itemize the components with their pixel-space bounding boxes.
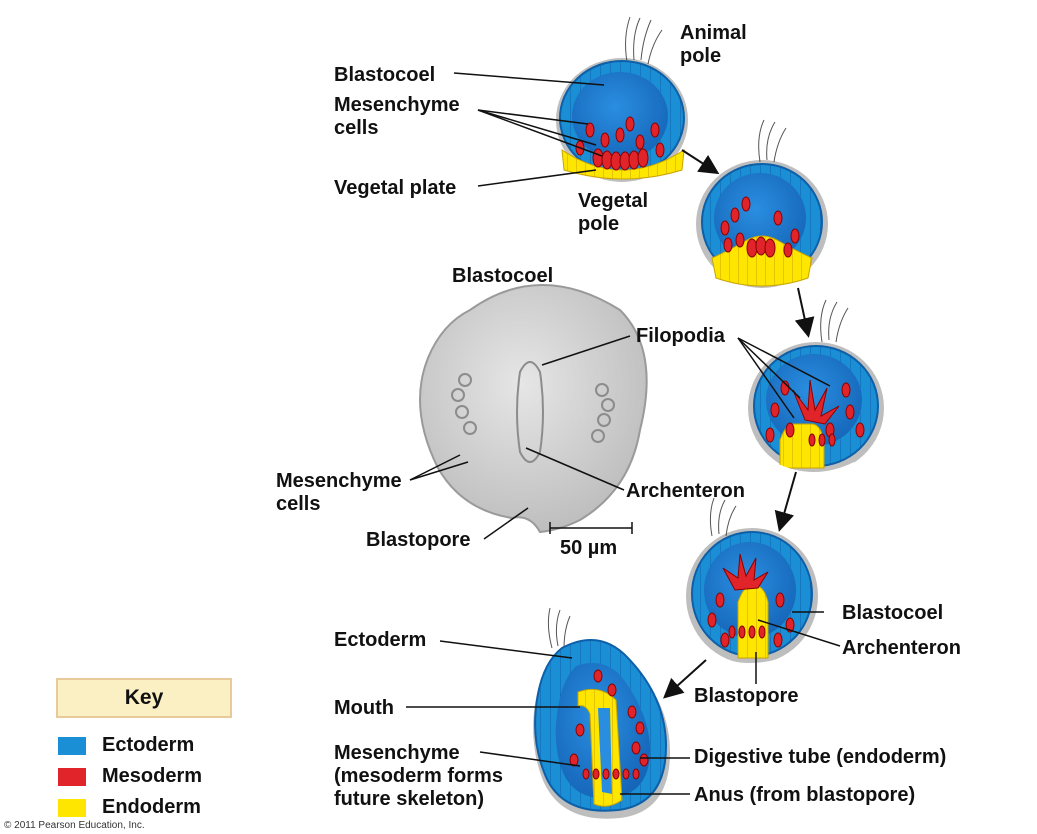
endoderm-swatch — [58, 798, 86, 817]
embryo-stage-5 — [533, 607, 670, 819]
label-blastocoel-right: Blastocoel — [842, 602, 944, 624]
label-vegetal-pole: Vegetal pole — [578, 190, 649, 235]
label-mouth: Mouth — [334, 697, 394, 719]
stage-arrows — [663, 149, 815, 699]
label-blastopore-right: Blastopore — [694, 685, 799, 707]
label-filopodia: Filopodia — [636, 325, 725, 347]
mesoderm-swatch — [58, 767, 86, 786]
label-ectoderm: Ectoderm — [334, 629, 427, 651]
key-label-mesoderm: Mesoderm — [102, 765, 203, 787]
label-blastocoel-micro: Blastocoel — [452, 265, 554, 287]
label-vegetal-plate: Vegetal plate — [334, 177, 457, 199]
embryo-stage-2 — [696, 119, 828, 288]
key-item-endoderm: Endoderm — [58, 796, 201, 819]
label-archenteron-right: Archenteron — [842, 637, 961, 659]
embryo-stage-4 — [686, 497, 818, 673]
leader-lines — [406, 72, 841, 795]
label-mesenchyme-top: Mesenchyme cells — [334, 94, 460, 139]
key-item-ectoderm: Ectoderm — [58, 734, 194, 757]
micrograph — [419, 284, 648, 534]
label-mesenchyme-micro: Mesenchyme cells — [276, 470, 402, 515]
label-mesenchyme-bottom: Mesenchyme (mesoderm forms future skelet… — [334, 742, 503, 810]
embryo-stage-3 — [748, 299, 884, 482]
key-item-mesoderm: Mesoderm — [58, 765, 202, 788]
key-title: Key — [124, 686, 164, 709]
label-archenteron-mid: Archenteron — [626, 480, 745, 502]
scale-bar — [549, 522, 633, 534]
key-label-ectoderm: Ectoderm — [102, 734, 195, 756]
label-blastocoel-top: Blastocoel — [334, 64, 436, 86]
label-anus: Anus (from blastopore) — [694, 784, 916, 806]
embryo-stage-1 — [556, 16, 688, 182]
label-animal-pole: Animal pole — [680, 22, 747, 67]
label-blastopore-micro: Blastopore — [366, 529, 471, 551]
label-scale: 50 µm — [560, 537, 618, 559]
ectoderm-swatch — [58, 736, 86, 755]
copyright: © 2011 Pearson Education, Inc. — [4, 820, 145, 831]
label-digestive-tube: Digestive tube (endoderm) — [694, 746, 947, 768]
key-label-endoderm: Endoderm — [102, 796, 201, 818]
key-header: Key — [56, 678, 232, 718]
